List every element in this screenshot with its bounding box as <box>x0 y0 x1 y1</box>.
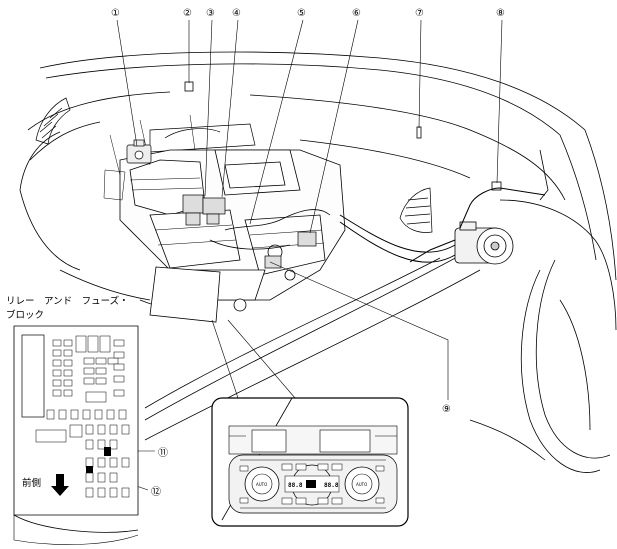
fuse-array-upper <box>52 335 125 403</box>
callout-1: ① <box>111 8 120 19</box>
component-7-sensor <box>416 126 422 139</box>
callout-11: ⑪ <box>158 447 168 459</box>
right-knob-label: AUTO <box>356 482 367 487</box>
front-arrow-icon <box>51 474 69 496</box>
right-air-vent <box>399 187 433 233</box>
callout-6: ⑥ <box>352 8 361 19</box>
component-2-sensor <box>184 81 194 92</box>
callout-2: ② <box>183 8 192 19</box>
callout-leaders <box>89 19 503 491</box>
relay-block-title-line1: リレー アンド フューズ・ <box>6 295 129 307</box>
component-1-actuator <box>126 139 152 164</box>
left-air-vent <box>35 97 71 145</box>
relay-block-title-line2: ブロック <box>6 309 44 321</box>
callout-5: ⑤ <box>297 8 306 19</box>
callout-9: ⑨ <box>442 404 451 415</box>
callout-8: ⑧ <box>496 8 505 19</box>
relay-fuse-block-inset: リレー アンド フューズ・ ブロック <box>6 295 139 545</box>
right-temp-display: 88.8 <box>324 482 339 489</box>
glove-box-panel <box>149 266 221 323</box>
instrument-cluster <box>149 123 256 153</box>
fuse-row-middle <box>35 409 130 450</box>
left-knob-label: AUTO <box>256 482 267 487</box>
wiring-harness <box>209 209 331 250</box>
highlighted-fuse-11 <box>104 447 111 456</box>
refrigerant-pipes <box>339 187 546 263</box>
fuse-row-lower <box>85 457 130 498</box>
callout-12: ⑫ <box>151 486 161 498</box>
car-body-outline <box>19 51 617 473</box>
component-3-4-relays <box>182 194 226 226</box>
panel-buttons <box>239 463 385 505</box>
callout-3: ③ <box>206 8 215 19</box>
callout-7: ⑦ <box>415 8 424 19</box>
ac-compressor <box>454 221 514 265</box>
left-temp-display: 88.8 <box>288 482 303 489</box>
climate-control-panel-inset: AUTO AUTO 88.8 88.8 <box>211 397 409 527</box>
component-8-sensor <box>491 149 549 201</box>
front-direction-label: 前側 <box>22 477 41 489</box>
callout-4: ④ <box>232 8 241 19</box>
highlighted-fuse-12 <box>86 466 93 473</box>
